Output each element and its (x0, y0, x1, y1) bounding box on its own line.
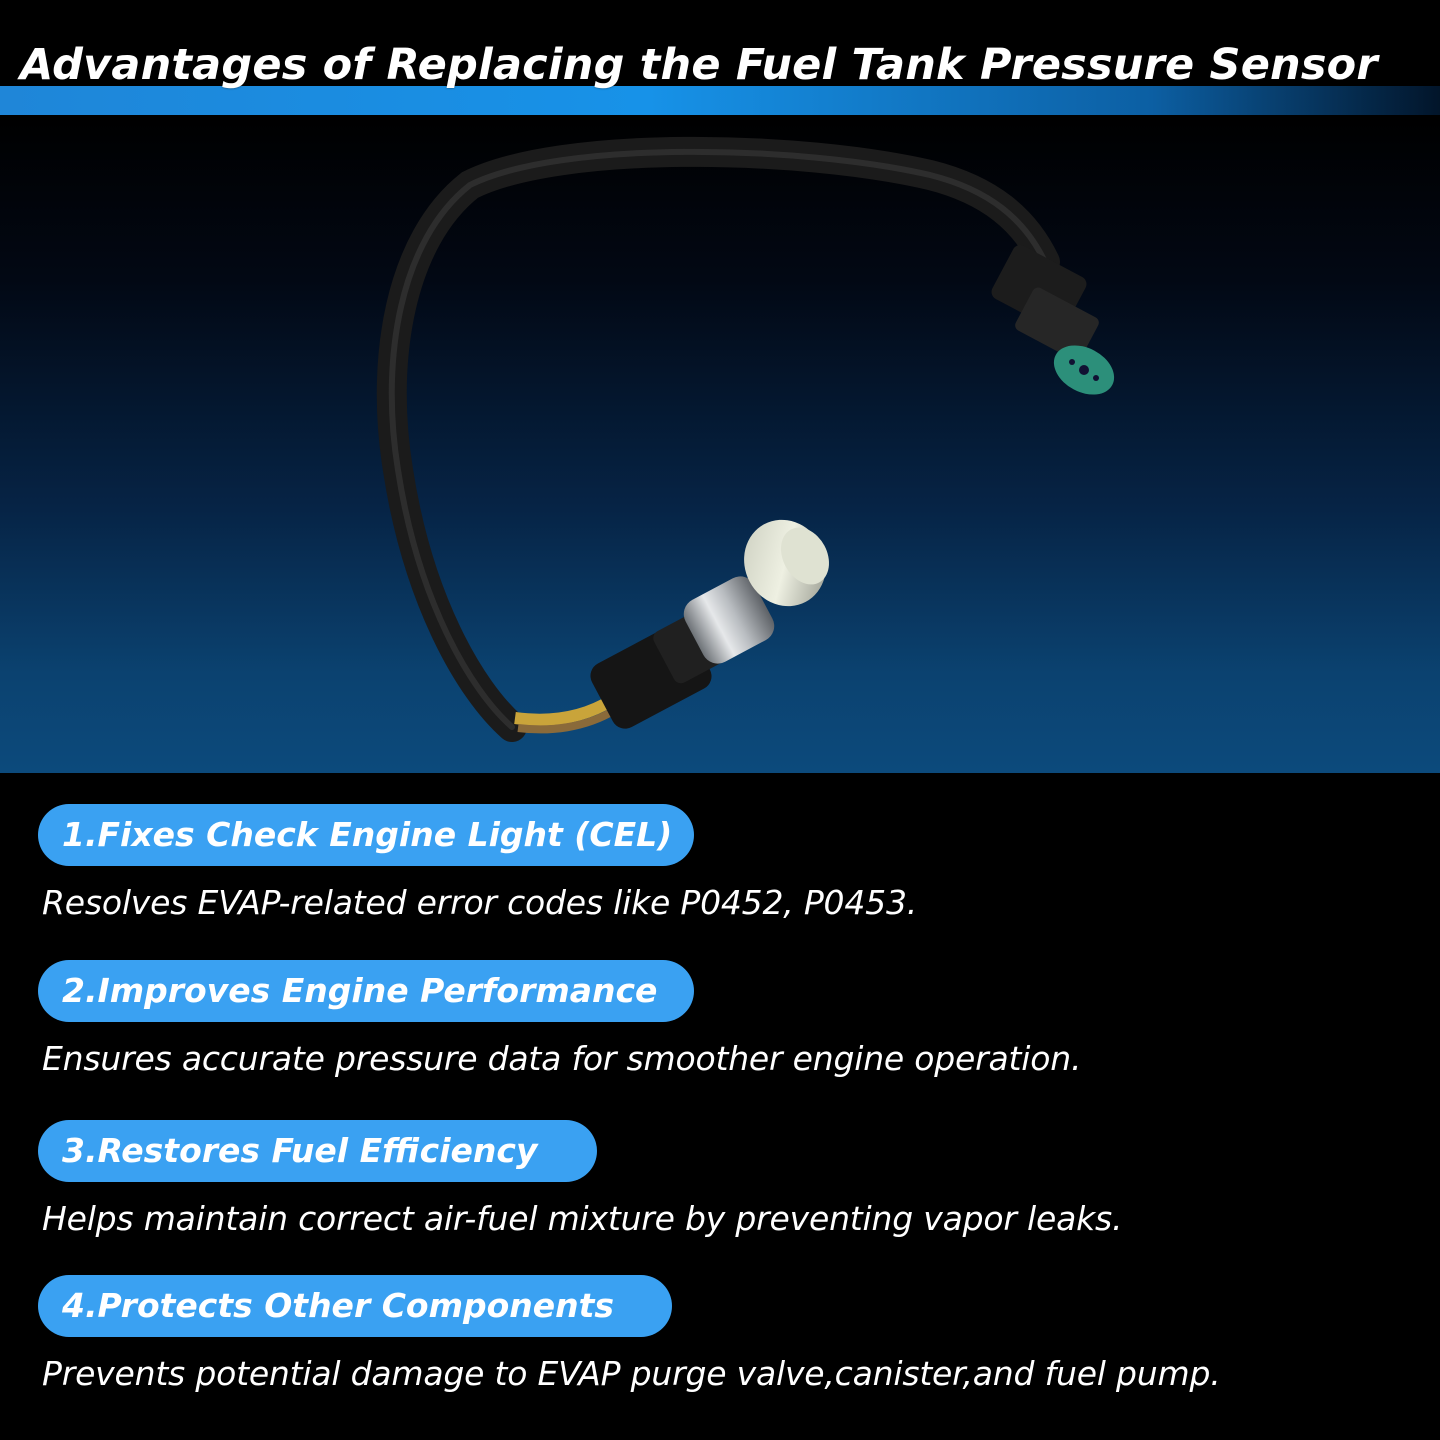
feature-description: Prevents potential damage to EVAP purge … (42, 1354, 1221, 1393)
header: Advantages of Replacing the Fuel Tank Pr… (0, 0, 1440, 115)
sensor-harness-illustration (376, 136, 1115, 742)
feature-description: Resolves EVAP-related error codes like P… (42, 883, 918, 922)
pressure-sensor-body (683, 519, 829, 664)
feature-heading: 4.Protects Other Components (38, 1275, 672, 1337)
features-list: 1.Fixes Check Engine Light (CEL) Resolve… (0, 773, 1440, 1440)
feature-description: Ensures accurate pressure data for smoot… (42, 1039, 1082, 1078)
feature-description: Helps maintain correct air-fuel mixture … (42, 1199, 1123, 1238)
feature-heading: 3.Restores Fuel Efficiency (38, 1120, 597, 1182)
page-title: Advantages of Replacing the Fuel Tank Pr… (20, 40, 1378, 90)
product-image (0, 115, 1440, 773)
feature-heading: 2.Improves Engine Performance (38, 960, 694, 1022)
header-accent-band (0, 86, 1440, 115)
feature-heading: 1.Fixes Check Engine Light (CEL) (38, 804, 694, 866)
harness-end-connector (991, 245, 1115, 395)
